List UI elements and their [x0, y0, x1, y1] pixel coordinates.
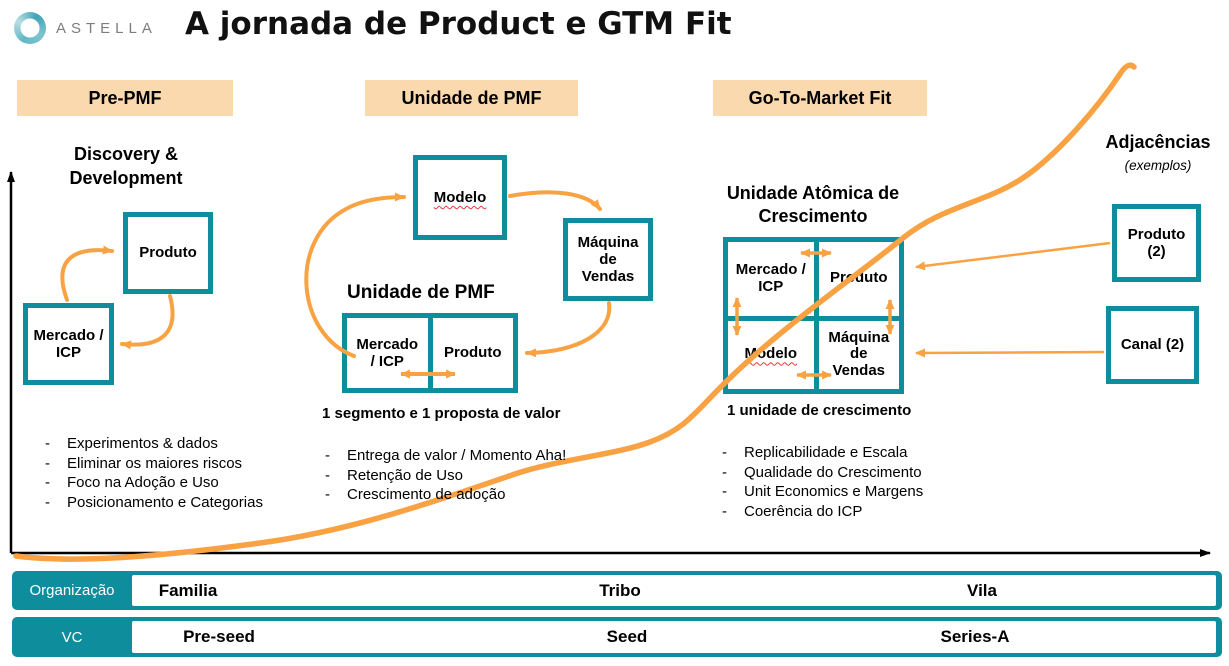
list-item: -Qualidade do Crescimento	[722, 463, 923, 483]
pre-pmf-bullet-list: -Experimentos & dados -Eliminar os maior…	[45, 434, 263, 512]
box-canal-2: Canal (2)	[1106, 306, 1199, 384]
dash-bullet: -	[325, 486, 330, 503]
bullet-text: Qualidade do Crescimento	[744, 463, 922, 481]
list-item: -Eliminar os maiores riscos	[45, 454, 263, 474]
phase-label-gtm-fit: Go-To-Market Fit	[713, 80, 927, 116]
dash-bullet: -	[45, 493, 50, 511]
box-maquina-de-vendas: Máquina de Vendas	[563, 218, 653, 301]
bullet-text: Foco na Adoção e Uso	[67, 474, 219, 491]
vc-bar-track: Pre-seed Seed Series-A	[132, 621, 1216, 653]
bullet-text: Retenção de Uso	[347, 466, 463, 484]
grid-cell-label: Modelo	[744, 345, 798, 363]
org-segment-tribo: Tribo	[599, 580, 641, 600]
dash-bullet: -	[45, 435, 50, 452]
discovery-heading: Discovery & Development	[69, 144, 183, 189]
dash-bullet: -	[722, 483, 727, 500]
box-label: Produto	[139, 244, 197, 262]
org-segment-familia: Familia	[158, 580, 218, 600]
vc-segment-seriesa: Series-A	[940, 627, 1010, 646]
vc-bar: VC Pre-seed Seed Series-A	[12, 617, 1222, 657]
box-produto-discovery: Produto	[123, 212, 213, 294]
list-item: -Posicionamento e Categorias	[45, 493, 263, 513]
dash-bullet: -	[722, 444, 727, 461]
box-modelo: Modelo	[413, 155, 507, 240]
loop-arrow-modelo-to-maquina	[508, 190, 602, 211]
logo-swirl-icon	[14, 12, 46, 44]
grid-cell-produto: Produto	[813, 242, 900, 316]
bullet-text: Replicabilidade e Escala	[744, 444, 908, 461]
bullet-text: Experimentos & dados	[67, 435, 218, 452]
cycle-arrow-produto-to-mercado	[120, 294, 175, 350]
pmf-unit-box: Mercado / ICP Produto	[342, 313, 518, 393]
phase-label-unidade-pmf: Unidade de PMF	[365, 80, 578, 116]
vc-bar-label: VC	[61, 628, 83, 646]
dash-bullet: -	[325, 466, 330, 484]
logo-wordmark: ASTELLA	[56, 19, 157, 37]
box-label: Canal (2)	[1120, 336, 1185, 354]
list-item: -Replicabilidade e Escala	[722, 443, 923, 463]
dash-bullet: -	[325, 447, 330, 464]
organizacao-bar-track: Familia Tribo Vila	[132, 575, 1216, 606]
adjacencias-heading: Adjacências	[1105, 132, 1211, 152]
loop-arrow-maquina-to-unit	[525, 301, 612, 358]
box-label: Máquina de Vendas	[577, 233, 639, 286]
dash-bullet: -	[722, 463, 727, 481]
connector-arrow-produto2-to-grid	[915, 241, 1111, 271]
pmf-caption: 1 segmento e 1 proposta de valor	[322, 405, 561, 422]
dash-bullet: -	[45, 454, 50, 472]
bullet-text: Crescimento de adoção	[347, 486, 506, 503]
organizacao-bar: Organização Familia Tribo Vila	[12, 571, 1222, 610]
bullet-text: Eliminar os maiores riscos	[67, 454, 243, 472]
bullet-text: Posicionamento e Categorias	[67, 493, 263, 511]
list-item: -Unit Economics e Margens	[722, 482, 923, 502]
phase-label-pre-pmf: Pre-PMF	[17, 80, 233, 116]
pmf-unit-heading: Unidade de PMF	[347, 282, 495, 303]
growth-unit-heading: Unidade Atômica de Crescimento	[726, 183, 900, 227]
list-item: -Retenção de Uso	[325, 466, 566, 486]
bullet-text: Entrega de valor / Momento Aha!	[347, 447, 567, 464]
dash-bullet: -	[45, 474, 50, 491]
box-label: Produto (2)	[1127, 225, 1186, 260]
page-title: A jornada de Product e GTM Fit	[185, 6, 732, 42]
vc-segment-preseed: Pre-seed	[183, 627, 255, 646]
cycle-arrow-mercado-to-produto	[60, 245, 114, 302]
connector-arrow-canal2-to-grid	[915, 348, 1105, 358]
box-label: Mercado / ICP	[33, 326, 104, 361]
pmf-bullet-list: -Entrega de valor / Momento Aha! -Retenç…	[325, 446, 566, 505]
list-item: -Entrega de valor / Momento Aha!	[325, 446, 566, 466]
dash-bullet: -	[722, 502, 727, 520]
box-produto-2: Produto (2)	[1112, 204, 1201, 282]
vc-segment-seed: Seed	[606, 627, 648, 646]
grid-cell-mercado-icp: Mercado / ICP	[735, 260, 806, 295]
pmf-unit-cell-produto: Produto	[427, 318, 514, 388]
growth-unit-grid: Mercado / ICP Produto Modelo Máquina de …	[723, 237, 904, 394]
bullet-text: Unit Economics e Margens	[744, 483, 924, 500]
adjacencias-subheading: (exemplos)	[1124, 158, 1192, 173]
grid-cell-modelo: Modelo	[728, 315, 814, 390]
list-item: -Experimentos & dados	[45, 434, 263, 454]
grid-cell-maquina-de-vendas: Máquina de Vendas	[813, 315, 899, 389]
astella-logo: ASTELLA	[14, 12, 157, 44]
gtm-bullet-list: -Replicabilidade e Escala -Qualidade do …	[722, 443, 923, 521]
gtm-caption: 1 unidade de crescimento	[727, 402, 912, 419]
box-mercado-icp-discovery: Mercado / ICP	[23, 303, 114, 385]
box-label: Modelo	[433, 188, 487, 206]
bullet-text: Coerência do ICP	[744, 502, 863, 520]
organizacao-bar-label: Organização	[29, 582, 115, 599]
list-item: -Coerência do ICP	[722, 502, 923, 522]
list-item: -Foco na Adoção e Uso	[45, 473, 263, 493]
org-segment-vila: Vila	[967, 580, 997, 600]
pmf-unit-cell-mercado: Mercado / ICP	[356, 335, 419, 370]
list-item: -Crescimento de adoção	[325, 485, 566, 505]
